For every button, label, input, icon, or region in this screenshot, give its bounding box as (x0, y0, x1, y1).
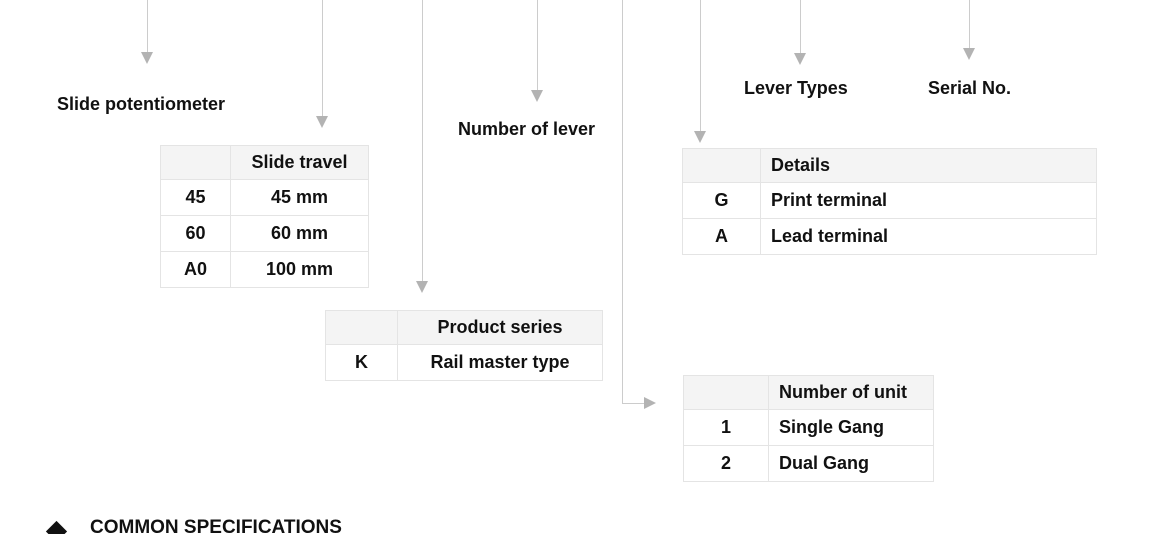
value-cell: 100 mm (230, 251, 369, 288)
header-cell-code (682, 148, 761, 183)
connector-line (322, 0, 323, 116)
connector-line (422, 0, 423, 281)
code-cell: 2 (683, 445, 769, 482)
label-serial-no: Serial No. (928, 78, 1012, 98)
section-title-common-specifications: COMMON SPECIFICATIONS (90, 517, 342, 534)
table-row: 60 60 mm (160, 215, 369, 252)
value-cell: 60 mm (230, 215, 369, 252)
connector-line (147, 0, 148, 52)
header-cell-title: Slide travel (230, 145, 369, 180)
table-row: G Print terminal (682, 182, 1097, 219)
arrow-down-icon (316, 116, 328, 128)
code-cell: 1 (683, 409, 769, 446)
code-cell: A0 (160, 251, 231, 288)
number-of-unit-table: Number of unit 1 Single Gang 2 Dual Gang (683, 375, 934, 482)
product-series-table: Product series K Rail master type (325, 310, 603, 381)
value-cell: Dual Gang (768, 445, 934, 482)
table-row: A0 100 mm (160, 251, 369, 288)
table-row: 2 Dual Gang (683, 445, 934, 482)
table-row: A Lead terminal (682, 218, 1097, 255)
header-cell-title: Product series (397, 310, 603, 345)
connector-line (969, 0, 970, 48)
header-cell-code (160, 145, 231, 180)
table-row: 1 Single Gang (683, 409, 934, 446)
arrow-down-icon (141, 52, 153, 64)
connector-line (537, 0, 538, 90)
connector-line (700, 0, 701, 131)
value-cell: 45 mm (230, 179, 369, 216)
arrow-down-icon (963, 48, 975, 60)
arrow-down-icon (694, 131, 706, 143)
table-header-row: Product series (325, 310, 603, 345)
code-cell: A (682, 218, 761, 255)
header-cell-code (325, 310, 398, 345)
value-cell: Print terminal (760, 182, 1097, 219)
table-header-row: Slide travel (160, 145, 369, 180)
label-slide-potentiometer: Slide potentiometer (57, 94, 226, 114)
value-cell: Lead terminal (760, 218, 1097, 255)
table-row: K Rail master type (325, 344, 603, 381)
label-number-of-lever: Number of lever (458, 119, 596, 139)
connector-line (622, 0, 623, 404)
label-lever-types: Lever Types (744, 78, 848, 98)
code-cell: G (682, 182, 761, 219)
value-cell: Rail master type (397, 344, 603, 381)
connector-line (622, 403, 645, 404)
arrow-right-icon (644, 397, 656, 409)
table-row: 45 45 mm (160, 179, 369, 216)
connector-line (800, 0, 801, 53)
header-cell-code (683, 375, 769, 410)
code-cell: 45 (160, 179, 231, 216)
arrow-down-icon (531, 90, 543, 102)
table-header-row: Number of unit (683, 375, 934, 410)
code-cell: K (325, 344, 398, 381)
diamond-bullet-icon (45, 520, 68, 534)
details-table: Details G Print terminal A Lead terminal (682, 148, 1097, 255)
code-cell: 60 (160, 215, 231, 252)
arrow-down-icon (416, 281, 428, 293)
header-cell-title: Number of unit (768, 375, 934, 410)
table-header-row: Details (682, 148, 1097, 183)
value-cell: Single Gang (768, 409, 934, 446)
header-cell-title: Details (760, 148, 1097, 183)
arrow-down-icon (794, 53, 806, 65)
slide-travel-table: Slide travel 45 45 mm 60 60 mm A0 100 mm (160, 145, 369, 288)
